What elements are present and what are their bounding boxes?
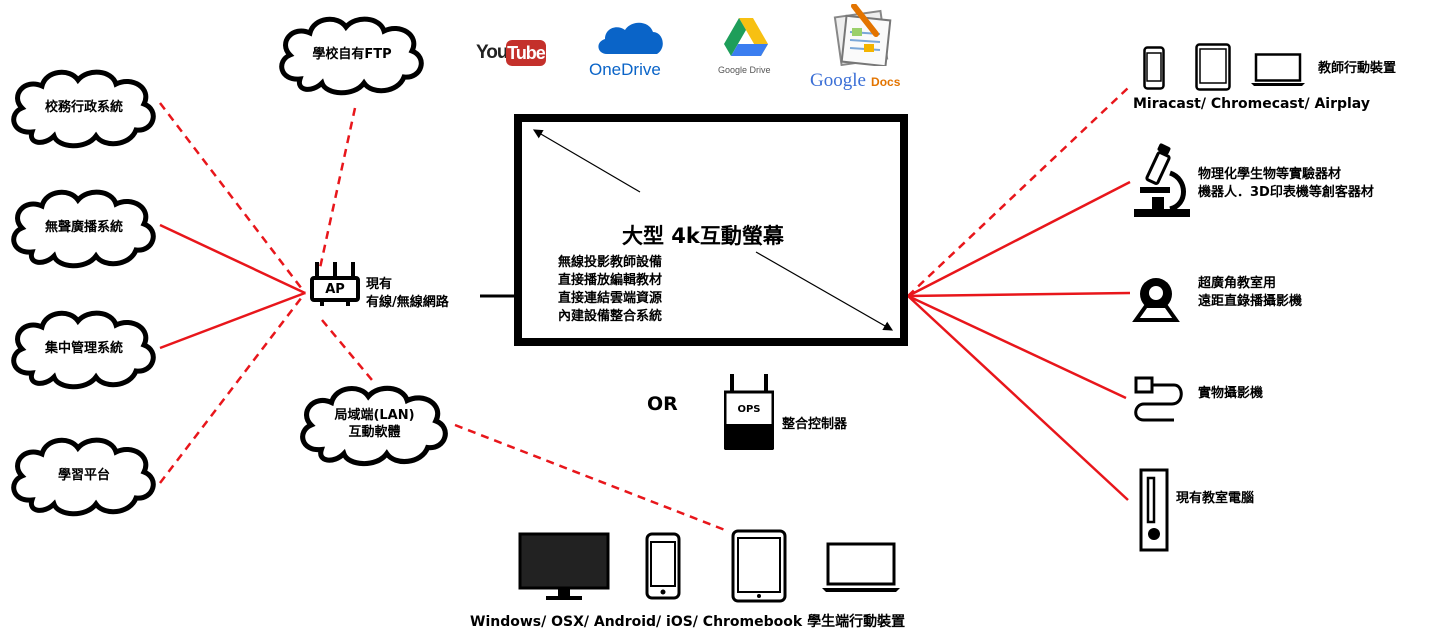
connector-ftp (318, 107, 357, 269)
connector-lan-students (454, 423, 726, 532)
diagonal-arrows (532, 129, 894, 331)
interactive-display-screen: 大型 4k互動螢幕 無線投影教師設備 直接播放編輯教材 直接連結雲端資源 內建設… (514, 114, 908, 346)
google-text: Google (810, 70, 866, 91)
connector-learning (159, 292, 306, 484)
classroom-pc-label: 現有教室電腦 (1176, 491, 1255, 506)
connector-teacher-mobile (907, 87, 1129, 297)
router-label-line2: 有線/無線網路 (366, 295, 449, 310)
ops-controller-icon: OPS (723, 374, 775, 450)
google-drive-logo: Google Drive (716, 18, 776, 82)
camera-label-line1: 超廣角教室用 (1198, 276, 1277, 291)
youtube-you: You (476, 42, 509, 63)
lab-label-line2: 機器人．3D印表機等創客器材 (1198, 185, 1374, 200)
connector-camera (907, 291, 1131, 298)
teacher-tablet-icon (1195, 43, 1231, 95)
connector-central (159, 291, 306, 350)
cloud-lan: 局域端(LAN) 互動軟體 (292, 378, 457, 470)
connector-lab (907, 180, 1131, 298)
teacher-laptop-icon (1250, 53, 1306, 91)
onedrive-cloud-icon (598, 22, 663, 54)
cloud-broadcast-label: 無聲廣播系統 (44, 219, 123, 235)
onedrive-logo: OneDrive (585, 18, 675, 82)
google-docs-text: Google Docs (810, 70, 900, 92)
google-drive-icon (724, 18, 768, 56)
teacher-phone-icon (1143, 46, 1165, 94)
microscope-icon (1130, 143, 1192, 223)
connector-lan (321, 319, 373, 381)
google-docs-logo: Google Docs (810, 4, 914, 94)
cloud-central: 集中管理系統 (4, 303, 164, 393)
webcam-icon (1128, 276, 1184, 326)
router-icon: AP (310, 262, 360, 308)
screen-feature-item: 無線投影教師設備 (558, 255, 663, 270)
cloud-learning-label: 學習平台 (57, 467, 110, 483)
document-camera-icon (1128, 374, 1188, 430)
screen-title: 大型 4k互動螢幕 (622, 224, 784, 248)
screen-feature-item: 內建設備整合系統 (558, 309, 663, 324)
pc-tower-icon (1139, 468, 1169, 556)
router-label-line1: 現有 (366, 277, 393, 292)
lan-line1: 局域端(LAN) (334, 408, 415, 423)
cloud-lan-label: 局域端(LAN) 互動軟體 (292, 378, 457, 470)
cloud-learning: 學習平台 (4, 430, 164, 520)
document-camera-label: 實物攝影機 (1198, 386, 1264, 401)
google-drive-text: Google Drive (718, 65, 771, 75)
student-devices-label: Windows/ OSX/ Android/ iOS/ Chromebook 學… (470, 614, 906, 630)
screen-feature-item: 直接播放編輯教材 (558, 273, 663, 288)
docs-text: Docs (871, 75, 901, 89)
screen-feature-list: 無線投影教師設備 直接播放編輯教材 直接連結雲端資源 內建設備整合系統 (558, 254, 662, 326)
ops-label: 整合控制器 (782, 417, 848, 432)
cloud-shape-icon (11, 69, 156, 149)
youtube-tube: Tube (506, 40, 546, 66)
teacher-mobile-label: 教師行動裝置 (1318, 61, 1397, 76)
smartphone-icon (645, 532, 681, 604)
tablet-icon (731, 529, 787, 607)
cloud-shape-icon (11, 437, 156, 517)
google-docs-icon (833, 4, 892, 66)
cloud-admin-label: 校務行政系統 (44, 99, 123, 115)
connector-document-camera (907, 294, 1127, 400)
lab-label-line1: 物理化學生物等實驗器材 (1198, 167, 1342, 182)
connector-broadcast (159, 223, 306, 295)
router-badge: AP (325, 282, 345, 297)
desktop-monitor-icon (518, 532, 610, 606)
ops-badge: OPS (737, 404, 761, 415)
cloud-shape-icon (11, 310, 156, 390)
camera-label-line2: 遠距直錄播攝影機 (1198, 294, 1303, 309)
cloud-shape-icon (300, 385, 448, 467)
cloud-central-label: 集中管理系統 (44, 340, 123, 356)
connector-admin (159, 102, 306, 294)
screen-feature-item: 直接連結雲端資源 (558, 291, 663, 306)
connector-classroom-pc (907, 295, 1129, 501)
laptop-icon (820, 542, 902, 598)
cloud-ftp: 學校自有FTP (272, 8, 432, 100)
cloud-admin: 校務行政系統 (4, 62, 164, 152)
cloud-broadcast: 無聲廣播系統 (4, 182, 164, 272)
cloud-ftp-label: 學校自有FTP (312, 46, 392, 62)
lan-line2: 互動軟體 (348, 425, 401, 440)
cloud-shape-icon (11, 189, 156, 269)
or-label: OR (647, 393, 678, 415)
youtube-logo: You Tube (476, 38, 548, 70)
teacher-mobile-protocols: Miracast/ Chromecast/ Airplay (1133, 96, 1370, 112)
cloud-shape-icon (279, 16, 424, 96)
onedrive-text: OneDrive (589, 60, 661, 79)
